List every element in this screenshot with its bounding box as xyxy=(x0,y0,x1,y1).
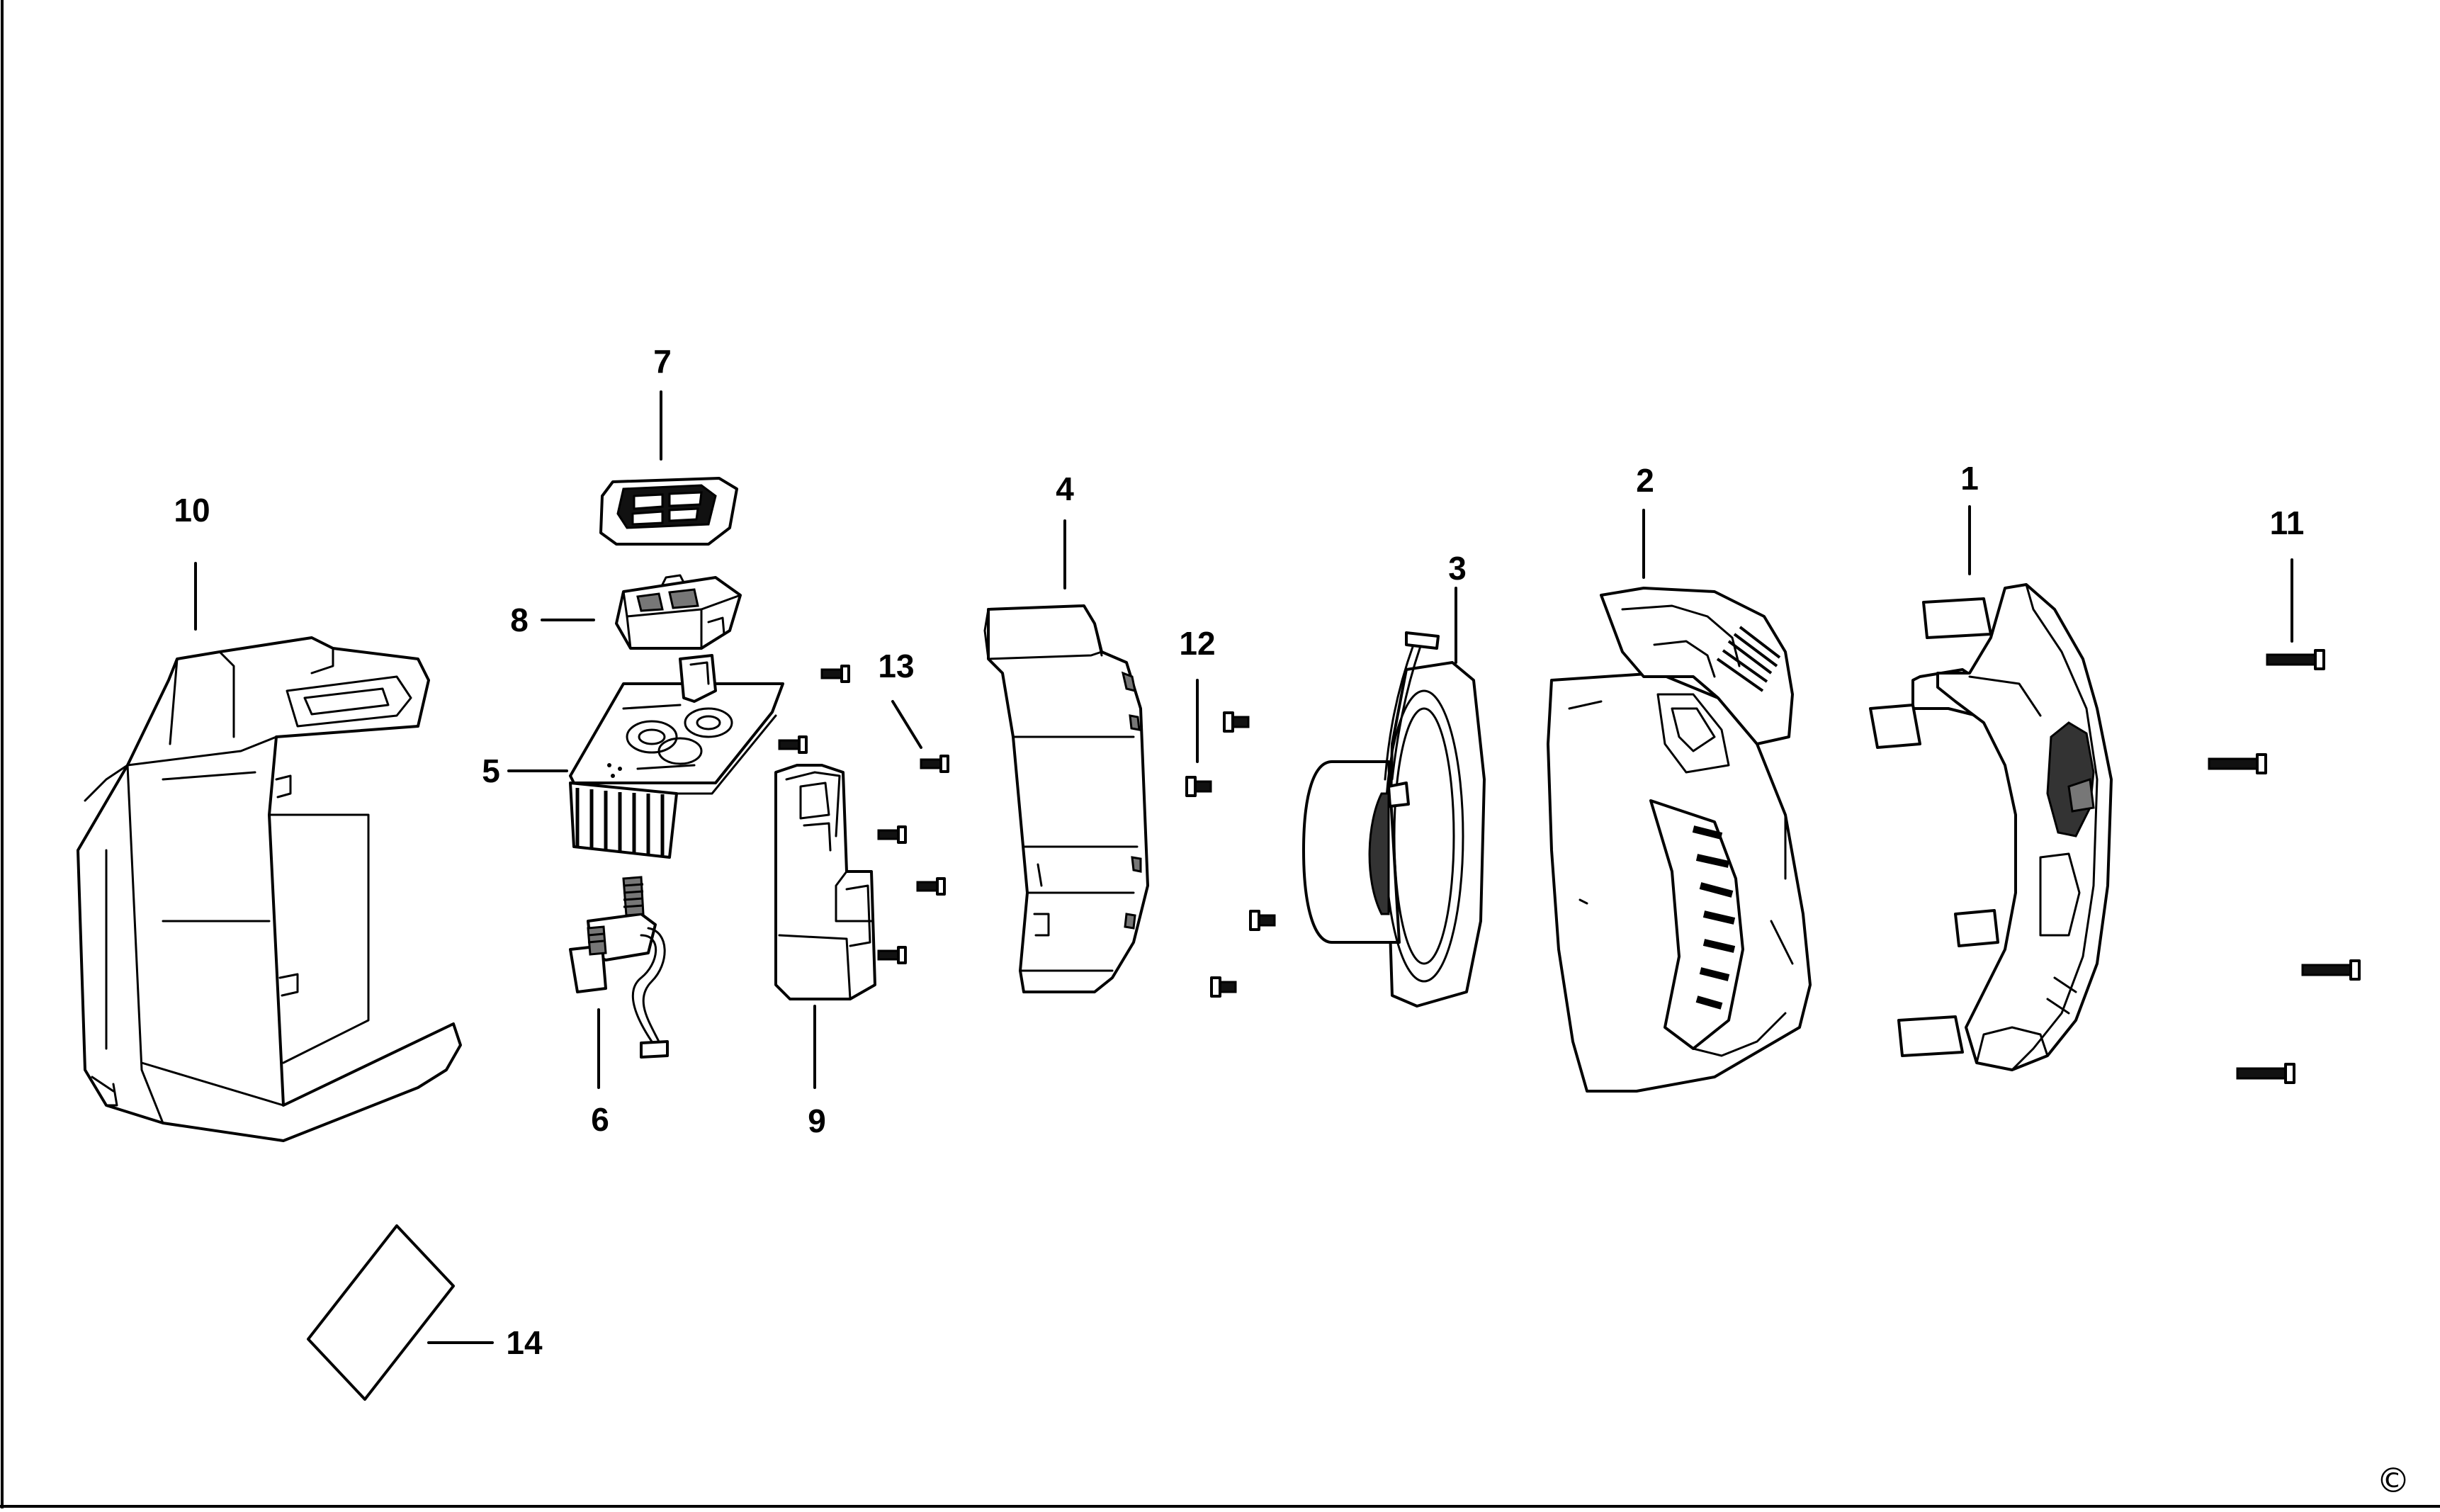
callout-5: 5 xyxy=(482,752,500,789)
part-7-keypad xyxy=(599,477,738,546)
part-5-pcb xyxy=(569,654,784,859)
part-9-terminal xyxy=(774,764,876,1000)
callout-11: 11 xyxy=(2269,504,2305,541)
part-2-front-housing xyxy=(1547,587,1812,1093)
screw-11d xyxy=(2236,1063,2295,1084)
screw-11b xyxy=(2208,753,2267,774)
copyright-mark: © xyxy=(2376,1461,2410,1501)
part-10-housing xyxy=(77,636,462,1142)
part-4-frame xyxy=(983,604,1149,993)
screw-12c xyxy=(1249,910,1276,931)
callout-4: 4 xyxy=(1056,470,1074,507)
screws-13 xyxy=(778,665,949,964)
callout-3: 3 xyxy=(1448,550,1467,587)
callout-6: 6 xyxy=(591,1101,609,1138)
screw-12b xyxy=(1185,776,1212,797)
screw-11a xyxy=(2266,649,2325,670)
screw-13c xyxy=(920,755,949,773)
screws-11 xyxy=(2208,649,2361,1084)
callout-12: 12 xyxy=(1179,625,1216,662)
callout-2: 2 xyxy=(1636,462,1654,499)
screws-12 xyxy=(1185,711,1276,998)
callout-10: 10 xyxy=(174,492,210,529)
screw-13e xyxy=(916,877,946,896)
screw-13f xyxy=(877,946,907,964)
callout-14: 14 xyxy=(506,1324,543,1361)
screw-11c xyxy=(2301,959,2361,981)
part-3-speaker xyxy=(1302,631,1486,1008)
callout-8: 8 xyxy=(510,602,529,638)
screw-13d xyxy=(877,825,907,844)
part-14-sheet xyxy=(307,1224,455,1401)
screw-13a xyxy=(820,665,850,683)
leader-lines xyxy=(194,390,2293,1344)
screw-12a xyxy=(1223,711,1250,733)
callout-13: 13 xyxy=(878,648,915,684)
screw-12d xyxy=(1210,976,1237,998)
callout-7: 7 xyxy=(653,343,672,380)
callout-9: 9 xyxy=(808,1102,826,1139)
part-8-holder xyxy=(615,574,742,650)
part-6-switch xyxy=(569,876,669,1059)
callout-1: 1 xyxy=(1960,460,1979,497)
part-1-grille xyxy=(1869,583,2113,1071)
screw-13b xyxy=(778,735,808,754)
